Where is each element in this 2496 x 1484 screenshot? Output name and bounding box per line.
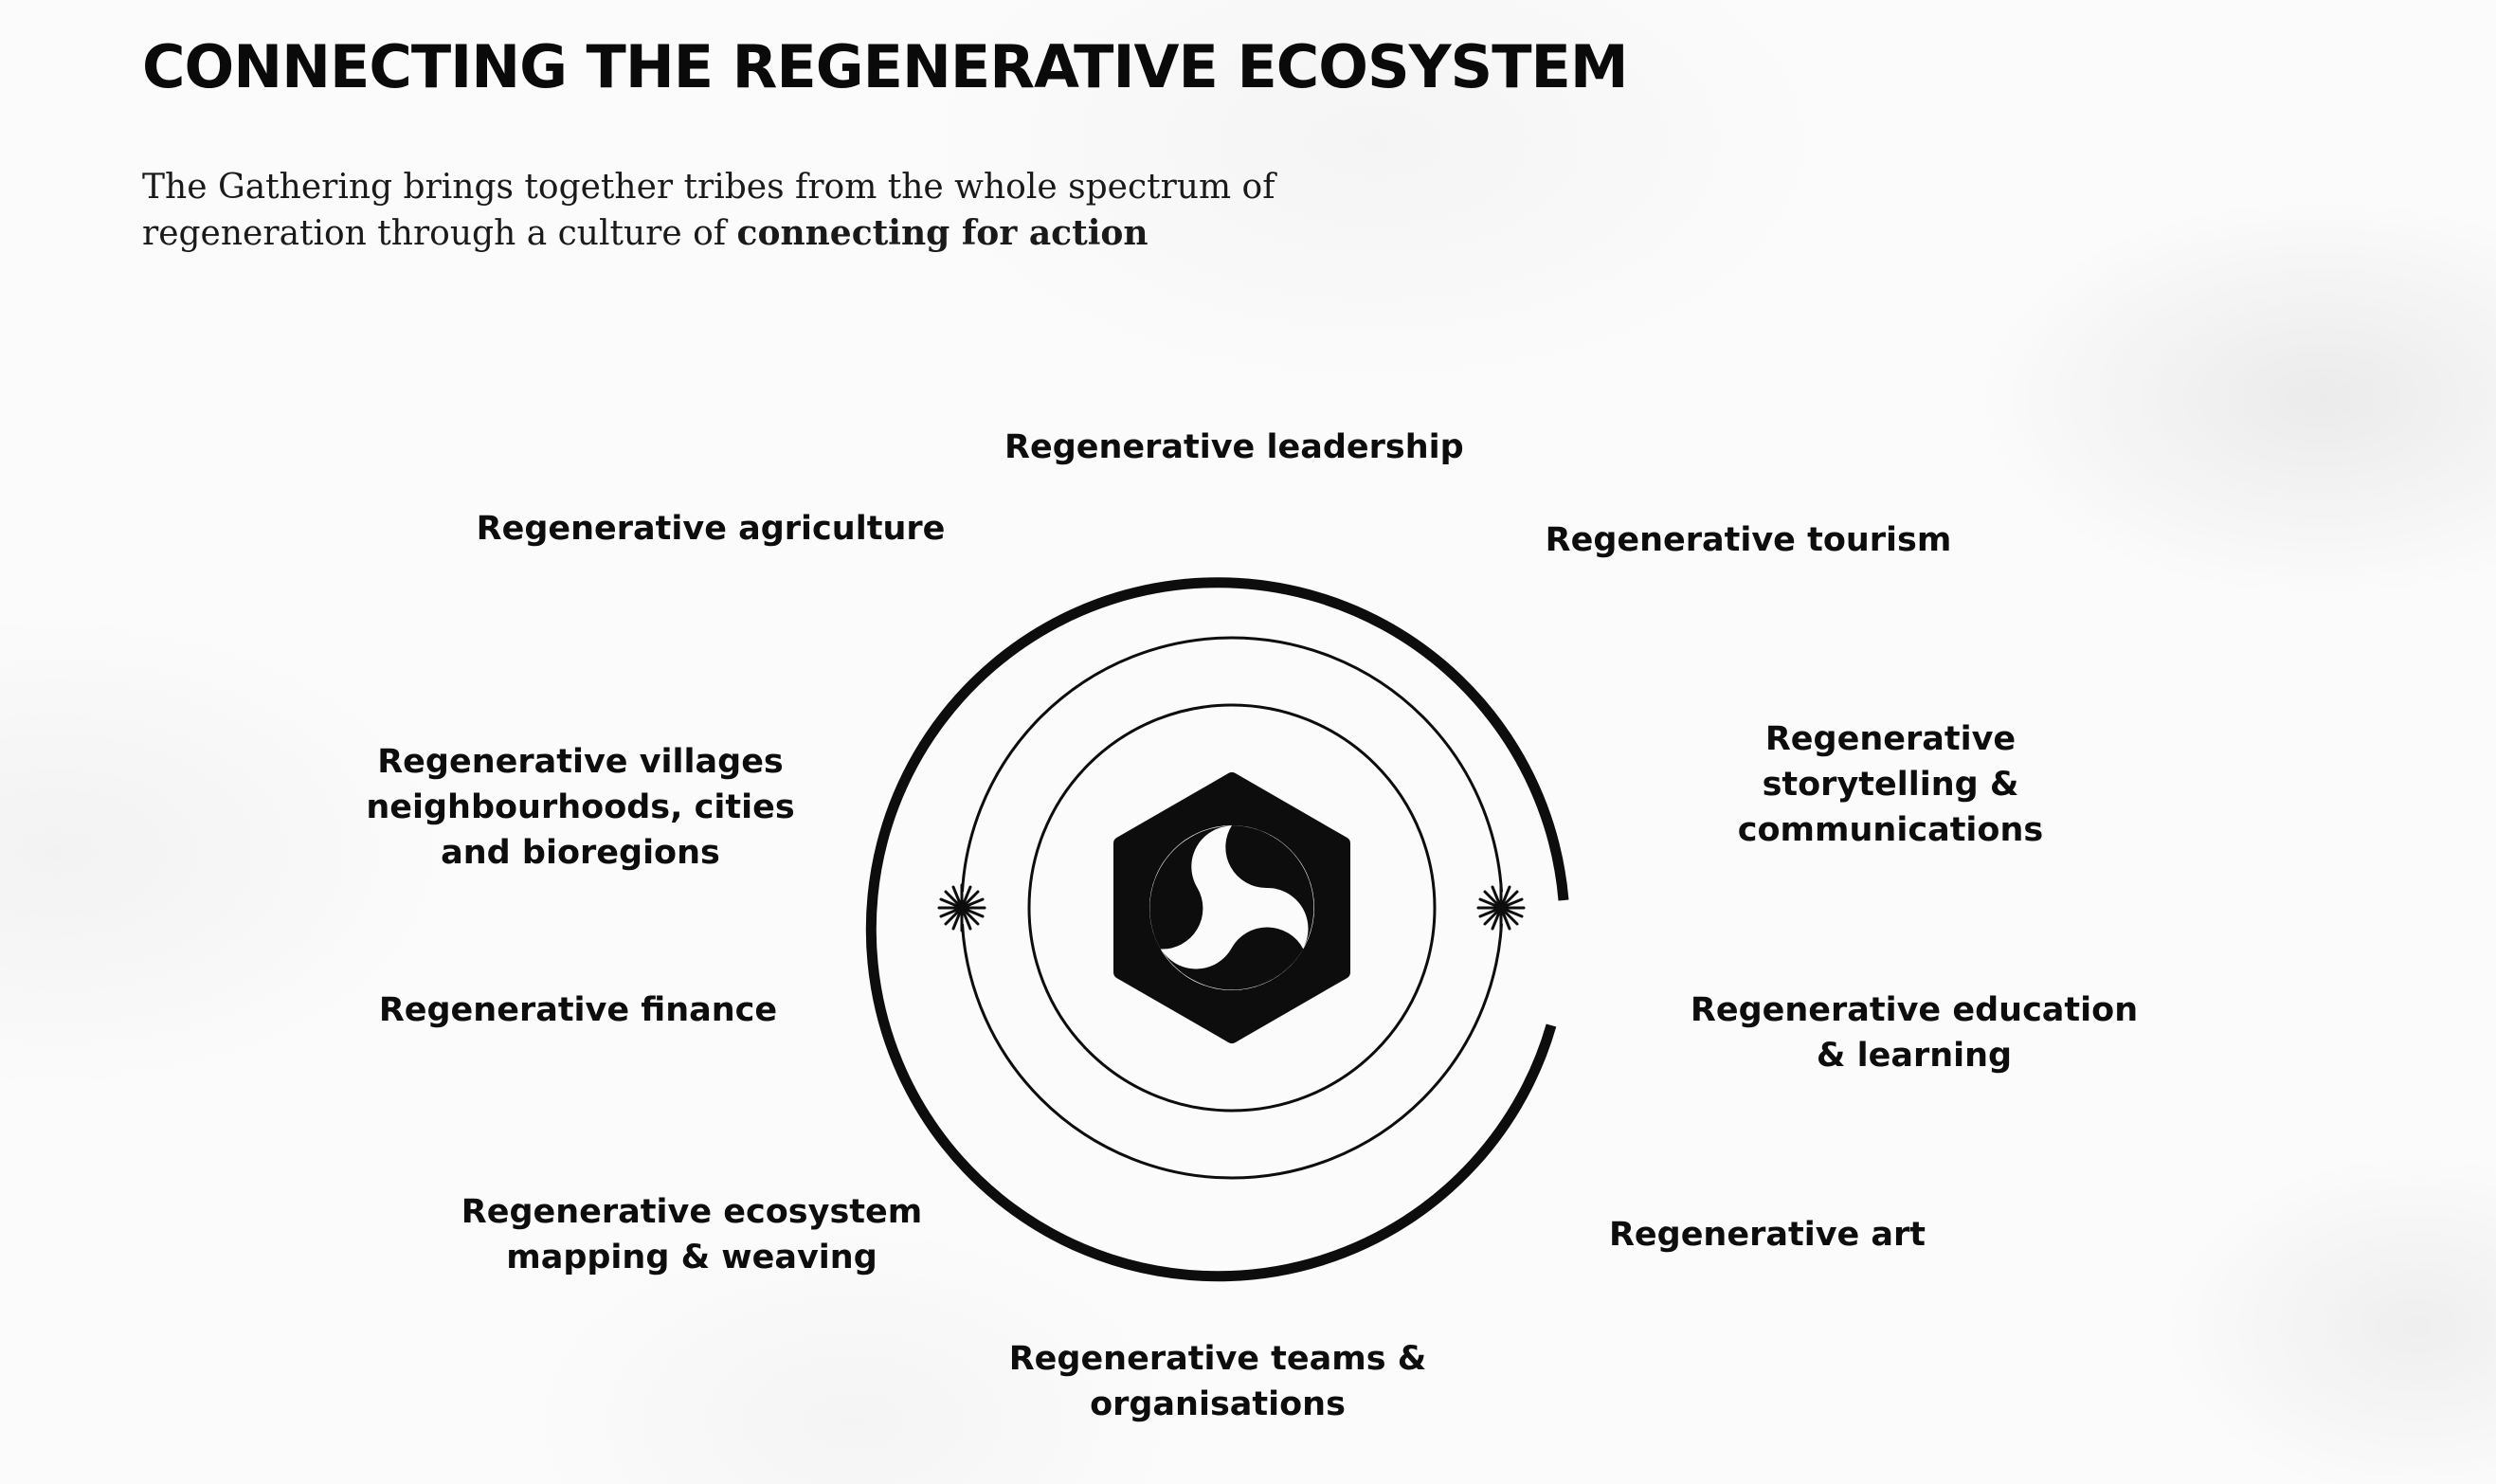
- label-villages: Regenerative villages neighbourhoods, ci…: [351, 739, 810, 876]
- subtitle-line-1: The Gathering brings together tribes fro…: [142, 168, 1275, 207]
- subtitle-line-2: regeneration through a culture of: [142, 214, 737, 253]
- label-line: communications: [1737, 811, 2044, 849]
- label-line: neighbourhoods, cities: [366, 788, 795, 826]
- hexagon-triskelion-logo-icon: [1113, 772, 1350, 1043]
- label-line: Regenerative finance: [378, 991, 778, 1029]
- label-education: Regenerative education & learning: [1677, 987, 2151, 1078]
- label-line: and bioregions: [441, 834, 720, 872]
- label-line: storytelling &: [1762, 766, 2019, 804]
- label-teams: Regenerative teams & organisations: [995, 1336, 1440, 1427]
- label-art: Regenerative art: [1573, 1212, 1962, 1258]
- outer-ring-arc: [865, 577, 1569, 1282]
- label-mapping: Regenerative ecosystem mapping & weaving: [455, 1189, 929, 1280]
- label-line: Regenerative teams &: [1008, 1340, 1427, 1378]
- label-line: Regenerative: [1764, 720, 2017, 758]
- subtitle-emphasis: connecting for action: [736, 213, 1149, 253]
- label-line: mapping & weaving: [506, 1239, 877, 1276]
- label-line: organisations: [1090, 1385, 1346, 1423]
- label-line: & learning: [1816, 1037, 2013, 1075]
- label-line: Regenerative agriculture: [476, 510, 946, 548]
- label-storytelling: Regenerative storytelling & communicatio…: [1706, 716, 2075, 853]
- label-line: Regenerative ecosystem: [461, 1193, 923, 1231]
- label-tourism: Regenerative tourism: [1535, 517, 1962, 563]
- label-agriculture: Regenerative agriculture: [474, 506, 948, 552]
- label-finance: Regenerative finance: [370, 987, 787, 1033]
- label-line: Regenerative art: [1608, 1216, 1926, 1254]
- label-line: Regenerative education: [1690, 991, 2139, 1029]
- page-title: CONNECTING THE REGENERATIVE ECOSYSTEM: [142, 32, 1629, 101]
- label-line: Regenerative tourism: [1545, 521, 1952, 559]
- label-line: Regenerative villages: [377, 743, 784, 781]
- label-line: Regenerative leadership: [1004, 428, 1464, 466]
- starburst-icon: [1476, 883, 1526, 932]
- starburst-icon: [937, 883, 986, 932]
- page-subtitle: The Gathering brings together tribes fro…: [142, 165, 1374, 257]
- inner-ring: [1027, 703, 1437, 1113]
- label-leadership: Regenerative leadership: [1004, 425, 1464, 470]
